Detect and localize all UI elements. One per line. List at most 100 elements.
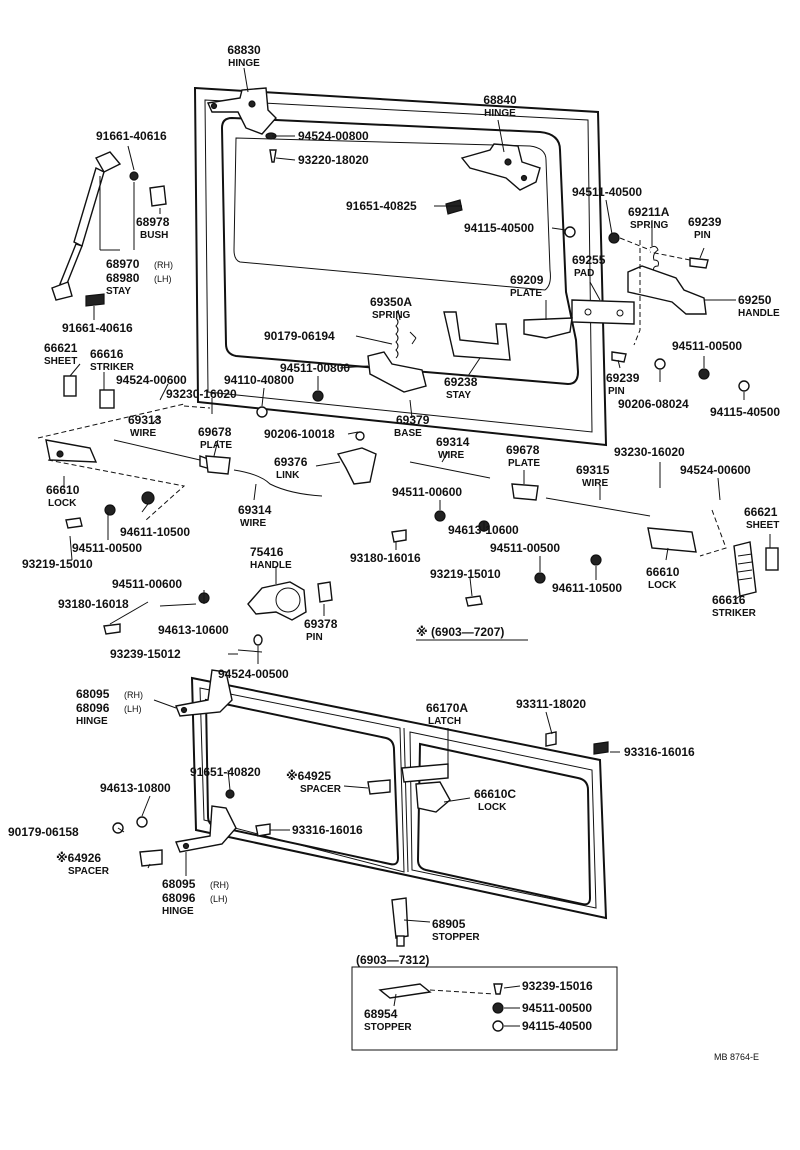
callout-name: STAY [106,286,131,297]
callout-label: 94110-40800 [224,373,294,387]
callout-name: HINGE [76,716,108,727]
callout-label: 69238 [444,375,478,389]
callout-label: 93219-15010 [430,567,501,581]
callout-name: WIRE [438,450,464,461]
callout-name: SHEET [746,520,779,531]
callout-label: 94611-10500 [120,525,190,539]
callout-name: LOCK [648,580,677,591]
callout-label: 94613-10600 [158,623,229,637]
callout-label: 68096 [76,701,110,715]
callout-label: 68970 [106,257,140,271]
callout-label: 94524-00800 [298,129,369,143]
upper-door-panel [193,86,608,447]
callout-label: 90179-06158 [8,825,79,839]
callout-label: 68830 [227,43,261,57]
callout-name: SPRING [630,220,669,231]
callout-suffix: (LH) [124,704,142,714]
stopper-68905-shape [391,897,409,939]
callout-label: 91651-40825 [346,199,417,213]
callout-name: HINGE [484,108,516,119]
callout-label: 69250 [738,293,772,307]
callout-label: 66616 [90,347,124,361]
callout-label: 69376 [274,455,308,469]
callout-label: 94524-00600 [680,463,751,477]
callout-suffix: (RH) [154,260,173,270]
callout-label: 69313 [128,413,162,427]
callout-suffix: (LH) [154,274,172,284]
callout-label: 93239-15016 [522,979,593,993]
callout-label: ※64925 [286,769,331,783]
callout-label: 69211A [628,205,670,219]
callout-label: ※64926 [56,851,101,865]
callout-name: BUSH [140,230,168,241]
reference-code: MB 8764-E [714,1052,759,1062]
callout-label: 94511-00500 [490,541,560,555]
callout-label: 66621 [744,505,778,519]
callout-name: STRIKER [712,608,757,619]
callout-suffix: (RH) [124,690,143,700]
callout-name: STOPPER [364,1022,412,1033]
callout-label: 93180-16016 [350,551,421,565]
hinge-68095-upper-shape [175,669,233,717]
callout-label: 94524-00600 [116,373,187,387]
callout-label: 68954 [364,1007,398,1021]
callout-label: 94511-00500 [522,1001,592,1015]
callout-name: WIRE [130,428,156,439]
serial-range-box-label: (6903—7312) [356,953,429,967]
callout-name: HINGE [162,906,194,917]
callout-name: PIN [306,632,323,643]
callout-label: 93239-15012 [110,647,181,661]
stopper-68954-shape [378,983,432,999]
callout-label: 68095 [162,877,196,891]
callout-suffix: (RH) [210,880,229,890]
callout-name: SPACER [68,866,110,877]
callout-label: 68095 [76,687,110,701]
callout-label: 93219-15010 [22,557,93,571]
callout-label: 93316-16016 [624,745,695,759]
stopper-inset-box [351,966,618,1051]
callout-label: 66610 [646,565,680,579]
callout-label: 94115-40500 [522,1019,592,1033]
callout-name: LOCK [478,802,507,813]
callout-label: 94524-00500 [218,667,289,681]
callout-name: PLATE [200,440,232,451]
lock-66610-left-shape [45,439,98,463]
callout-name: STRIKER [90,362,135,373]
callout-label: 68096 [162,891,196,905]
handle-69250-shape [627,265,707,315]
callout-name: STOPPER [432,932,480,943]
hinge-68095-lower-shape [175,805,237,853]
callout-label: 69678 [506,443,540,457]
callout-label: 69350A [370,295,412,309]
latch-66170A-shape [401,763,449,783]
serial-range-note: ※ (6903—7207) [416,625,504,639]
callout-name: SPACER [300,784,342,795]
callout-label: 68840 [483,93,517,107]
callout-label: 69239 [606,371,640,385]
callout-label: 94511-00800 [280,361,350,375]
parts-layer [37,87,779,1032]
callout-label: 94511-00600 [112,577,182,591]
callout-label: 94115-40500 [464,221,534,235]
callout-name: LATCH [428,716,461,727]
callout-label: 94115-40500 [710,405,780,419]
callout-name: STAY [446,390,471,401]
callout-label: 68980 [106,271,140,285]
callout-label: 93311-18020 [516,697,586,711]
callout-name: PLATE [508,458,540,469]
callout-name: HANDLE [738,308,780,319]
callout-name: HANDLE [250,560,292,571]
callout-label: 94611-10500 [552,581,622,595]
callout-label: 93230-16020 [166,387,237,401]
lock-66610C-shape [415,781,451,813]
lower-door-panel [190,676,608,920]
base-69379-shape [367,351,427,393]
callout-label: 69678 [198,425,232,439]
stay-69238-shape [443,311,511,361]
callout-label: 94613-10600 [448,523,519,537]
callout-name: HINGE [228,58,260,69]
callout-label: 91661-40616 [62,321,133,335]
callout-label: 69314 [436,435,470,449]
callout-name: PLATE [510,288,542,299]
